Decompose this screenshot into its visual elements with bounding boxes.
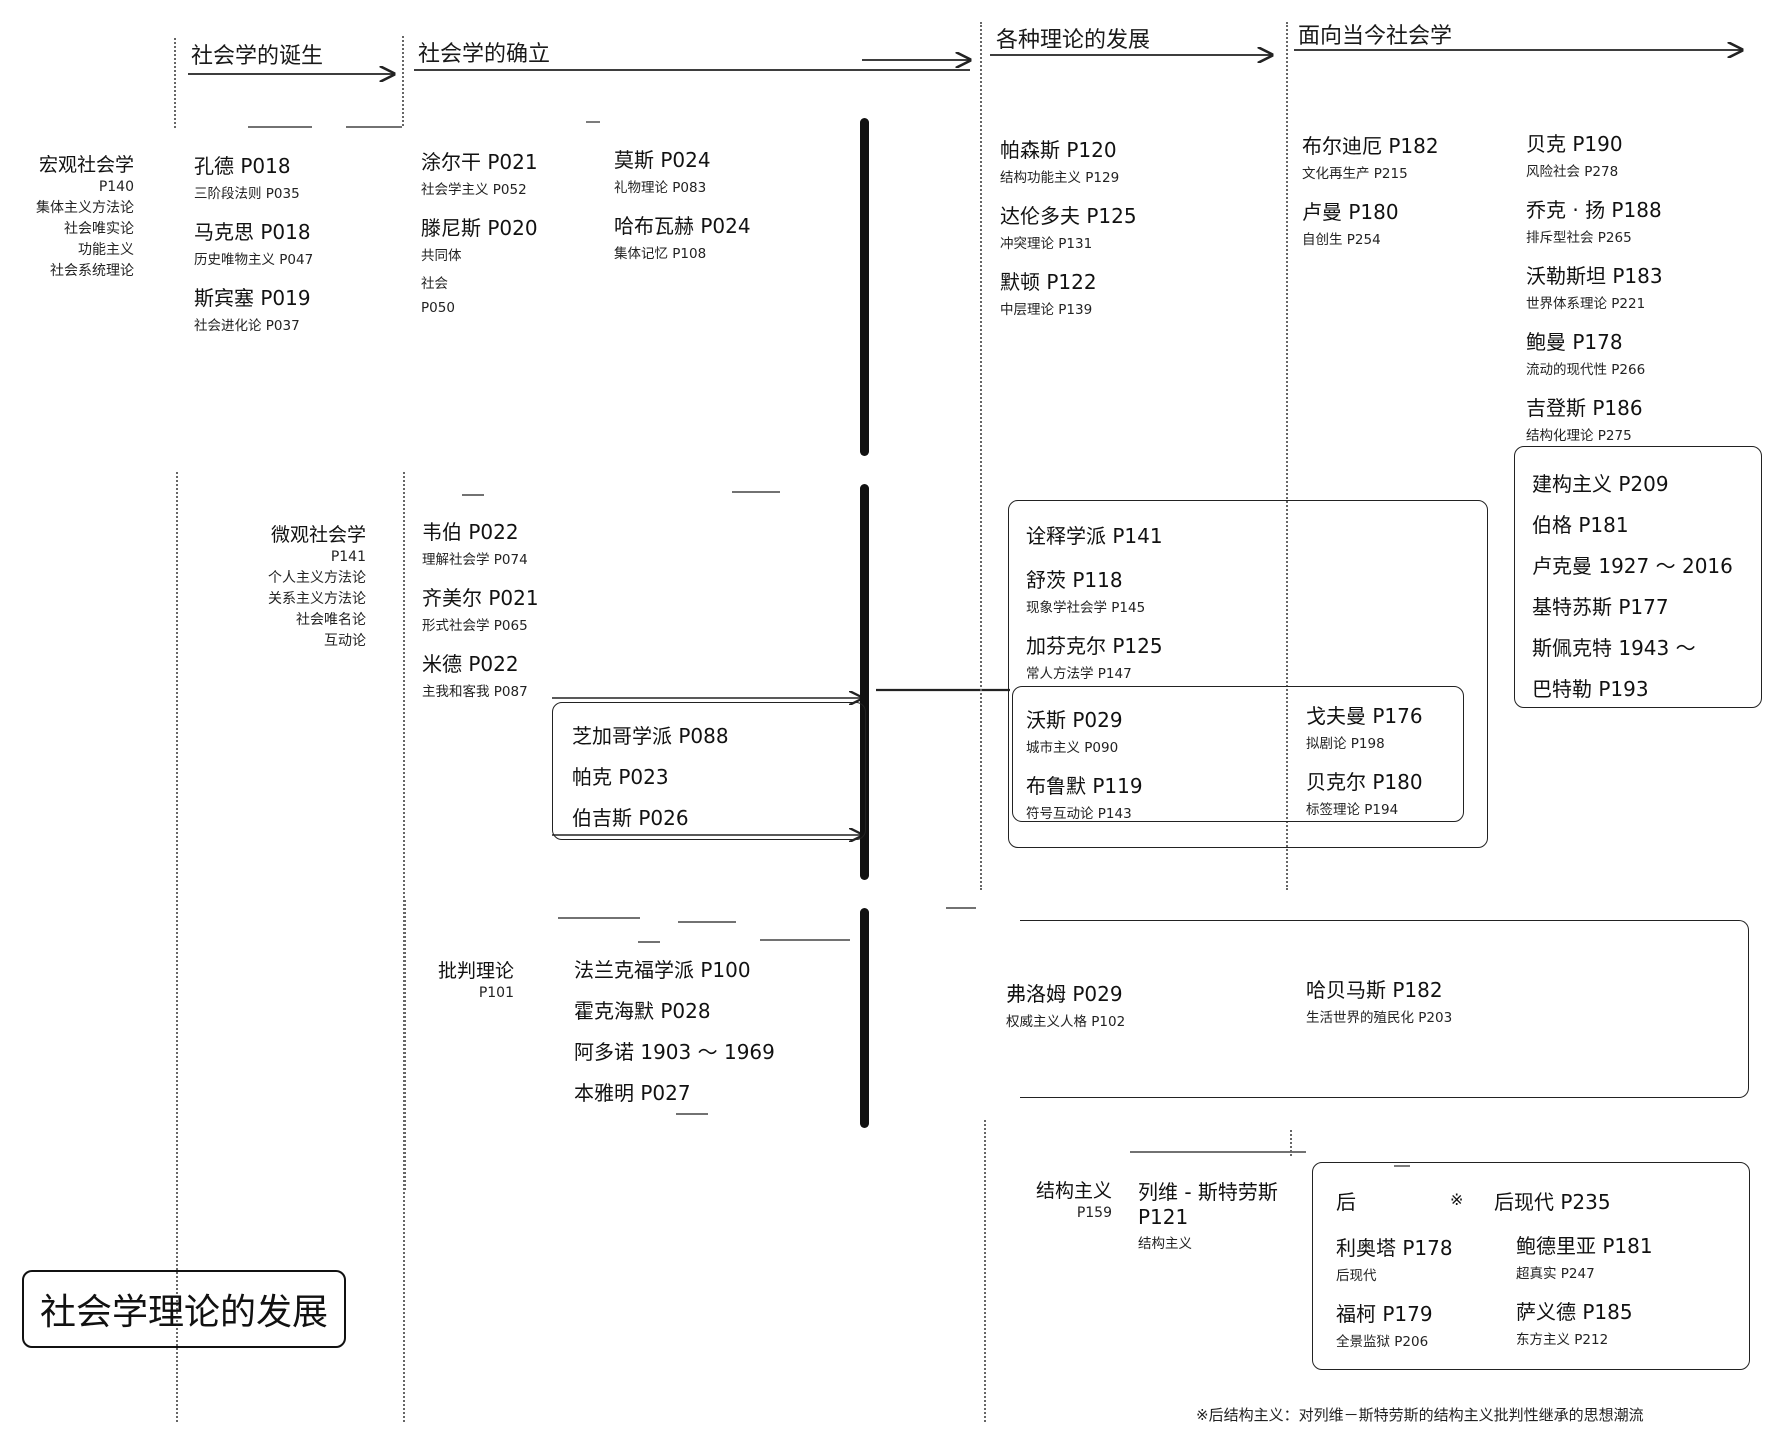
constructionism-box — [1514, 446, 1762, 708]
entry-lyotard: 利奥塔 P178 后现代 — [1336, 1236, 1453, 1284]
interaction-box — [1012, 686, 1464, 822]
era-divider — [402, 36, 404, 126]
constructionism-member: 巴特勒 P193 — [1532, 677, 1649, 701]
macro-feature: 社会唯实论 — [64, 221, 134, 237]
interpretive-school-box — [1008, 500, 1488, 848]
entry-garfinkel: 加芬克尔 P125 常人方法学 P147 — [1026, 634, 1163, 682]
chicago-member: 伯吉斯 P026 — [572, 806, 689, 830]
critical-theory-label: 批判理论 P101 — [410, 956, 514, 1004]
constructionism-member: 斯佩克特 1943 ～ — [1532, 636, 1696, 660]
era-divider — [176, 472, 178, 1422]
entry-comte: 孔德 P018 三阶段法则 P035 — [194, 154, 300, 202]
entry-bourdieu: 布尔迪厄 P182 文化再生产 P215 — [1302, 134, 1439, 182]
era-divider — [1290, 1130, 1292, 1156]
postmodern-label: 后现代 P235 — [1494, 1190, 1611, 1214]
entry-halbwachs: 哈布瓦赫 P024 集体记忆 P108 — [614, 214, 751, 262]
timeline-bar-micro — [860, 484, 869, 880]
entry-schutz: 舒茨 P118 现象学社会学 P145 — [1026, 568, 1146, 616]
entry-mead: 米德 P022 主我和客我 P087 — [422, 652, 528, 700]
entry-dahrendorf: 达伦多夫 P125 冲突理论 P131 — [1000, 204, 1137, 252]
page-title: 社会学理论的发展 — [22, 1270, 346, 1348]
critical-development-box — [1020, 920, 1749, 1098]
postmodern-box — [1312, 1162, 1750, 1370]
era-birth: 社会学的诞生 — [191, 44, 324, 69]
entry-simmel: 齐美尔 P021 形式社会学 P065 — [422, 586, 539, 634]
frankfurt-member: 本雅明 P027 — [574, 1081, 691, 1105]
entry-foucault: 福柯 P179 全景监狱 P206 — [1336, 1302, 1433, 1350]
entry-durkheim: 涂尔干 P021 社会学主义 P052 — [421, 150, 538, 198]
structuralism-page: P159 — [1076, 1205, 1112, 1221]
entry-tonnies: 滕尼斯 P020 共同体 社会 P050 — [421, 216, 538, 316]
entry-goffman: 戈夫曼 P176 拟剧论 P198 — [1306, 704, 1423, 752]
entry-blumer: 布鲁默 P119 符号互动论 P143 — [1026, 774, 1143, 822]
constructionism-member: 卢克曼 1927 ～ 2016 — [1532, 554, 1733, 578]
note-mark: ※ — [1450, 1190, 1464, 1209]
macro-label: 宏观社会学 — [38, 154, 134, 176]
entry-habermas: 哈贝马斯 P182 生活世界的殖民化 P203 — [1306, 978, 1453, 1026]
macro-feature: 功能主义 — [78, 242, 134, 258]
macro-feature: 集体主义方法论 — [36, 200, 134, 216]
chicago-school-group: 芝加哥学派 P088 帕克 P023 伯吉斯 P026 — [572, 716, 729, 839]
structuralism-label: 结构主义 P159 — [1010, 1176, 1112, 1224]
micro-feature: 社会唯名论 — [296, 612, 366, 628]
era-divider — [404, 900, 406, 1190]
interpretive-label: 诠释学派 P141 — [1026, 524, 1163, 548]
era-today: 面向当今社会学 — [1298, 24, 1453, 49]
macro-sociology-label: 宏观社会学 P140 集体主义方法论 社会唯实论 功能主义 社会系统理论 — [20, 150, 134, 282]
frankfurt-member: 阿多诺 1903 ～ 1969 — [574, 1040, 775, 1064]
constructionism-member: 基特苏斯 P177 — [1532, 595, 1669, 619]
postmodern-fragment: 后 — [1336, 1190, 1356, 1214]
entry-becker: 贝克尔 P180 标签理论 P194 — [1306, 770, 1423, 818]
entry-spencer: 斯宾塞 P019 社会进化论 P037 — [194, 286, 311, 334]
frankfurt-label: 法兰克福学派 P100 — [574, 958, 751, 982]
chicago-school-box — [552, 702, 866, 840]
era-establish: 社会学的确立 — [418, 42, 551, 67]
entry-weber: 韦伯 P022 理解社会学 P074 — [422, 520, 528, 568]
era-development: 各种理论的发展 — [996, 28, 1151, 53]
footnote: ※后结构主义：对列维－斯特劳斯的结构主义批判性继承的思想潮流 — [1196, 1406, 1644, 1424]
entry-wallerstein: 沃勒斯坦 P183 世界体系理论 P221 — [1526, 264, 1663, 312]
micro-label: 微观社会学 — [270, 524, 366, 546]
era-divider — [980, 22, 982, 890]
entry-fromm: 弗洛姆 P029 权威主义人格 P102 — [1006, 982, 1126, 1030]
entry-wirth: 沃斯 P029 城市主义 P090 — [1026, 708, 1123, 756]
entry-beck: 贝克 P190 风险社会 P278 — [1526, 132, 1623, 180]
micro-feature: 关系主义方法论 — [268, 591, 366, 607]
entry-mauss: 莫斯 P024 礼物理论 P083 — [614, 148, 711, 196]
entry-baudrillard: 鲍德里亚 P181 超真实 P247 — [1516, 1234, 1653, 1282]
constructionism-member: 伯格 P181 — [1532, 513, 1629, 537]
micro-feature: 互动论 — [324, 633, 366, 649]
micro-page: P141 — [330, 549, 366, 565]
structuralism-name: 结构主义 — [1035, 1180, 1112, 1202]
timeline-bar-critical — [860, 908, 869, 1128]
frankfurt-school-group: 法兰克福学派 P100 霍克海默 P028 阿多诺 1903 ～ 1969 本雅… — [574, 950, 775, 1114]
entry-young: 乔克 · 扬 P188 排斥型社会 P265 — [1526, 198, 1662, 246]
era-divider — [1286, 22, 1288, 890]
critical-label: 批判理论 — [437, 960, 514, 982]
micro-sociology-label: 微观社会学 P141 个人主义方法论 关系主义方法论 社会唯名论 互动论 — [250, 520, 366, 652]
entry-marx: 马克思 P018 历史唯物主义 P047 — [194, 220, 314, 268]
macro-feature: 社会系统理论 — [50, 263, 134, 279]
constructionism-group: 建构主义 P209 伯格 P181 卢克曼 1927 ～ 2016 基特苏斯 P… — [1532, 464, 1733, 710]
entry-said: 萨义德 P185 东方主义 P212 — [1516, 1300, 1633, 1348]
entry-parsons: 帕森斯 P120 结构功能主义 P129 — [1000, 138, 1120, 186]
chicago-member: 帕克 P023 — [572, 765, 669, 789]
entry-giddens: 吉登斯 P186 结构化理论 P275 — [1526, 396, 1643, 444]
entry-bauman: 鲍曼 P178 流动的现代性 P266 — [1526, 330, 1646, 378]
entry-luhmann: 卢曼 P180 自创生 P254 — [1302, 200, 1399, 248]
micro-feature: 个人主义方法论 — [268, 570, 366, 586]
era-divider — [174, 38, 176, 128]
era-divider — [984, 1120, 986, 1422]
entry-levistrauss: 列维 - 斯特劳斯 P121 结构主义 — [1138, 1180, 1278, 1252]
constructionism-label: 建构主义 P209 — [1532, 472, 1669, 496]
critical-page: P101 — [478, 985, 514, 1001]
chicago-label: 芝加哥学派 P088 — [572, 724, 729, 748]
entry-merton: 默顿 P122 中层理论 P139 — [1000, 270, 1097, 318]
timeline-bar-macro — [860, 118, 869, 456]
frankfurt-member: 霍克海默 P028 — [574, 999, 711, 1023]
macro-page: P140 — [98, 179, 134, 195]
